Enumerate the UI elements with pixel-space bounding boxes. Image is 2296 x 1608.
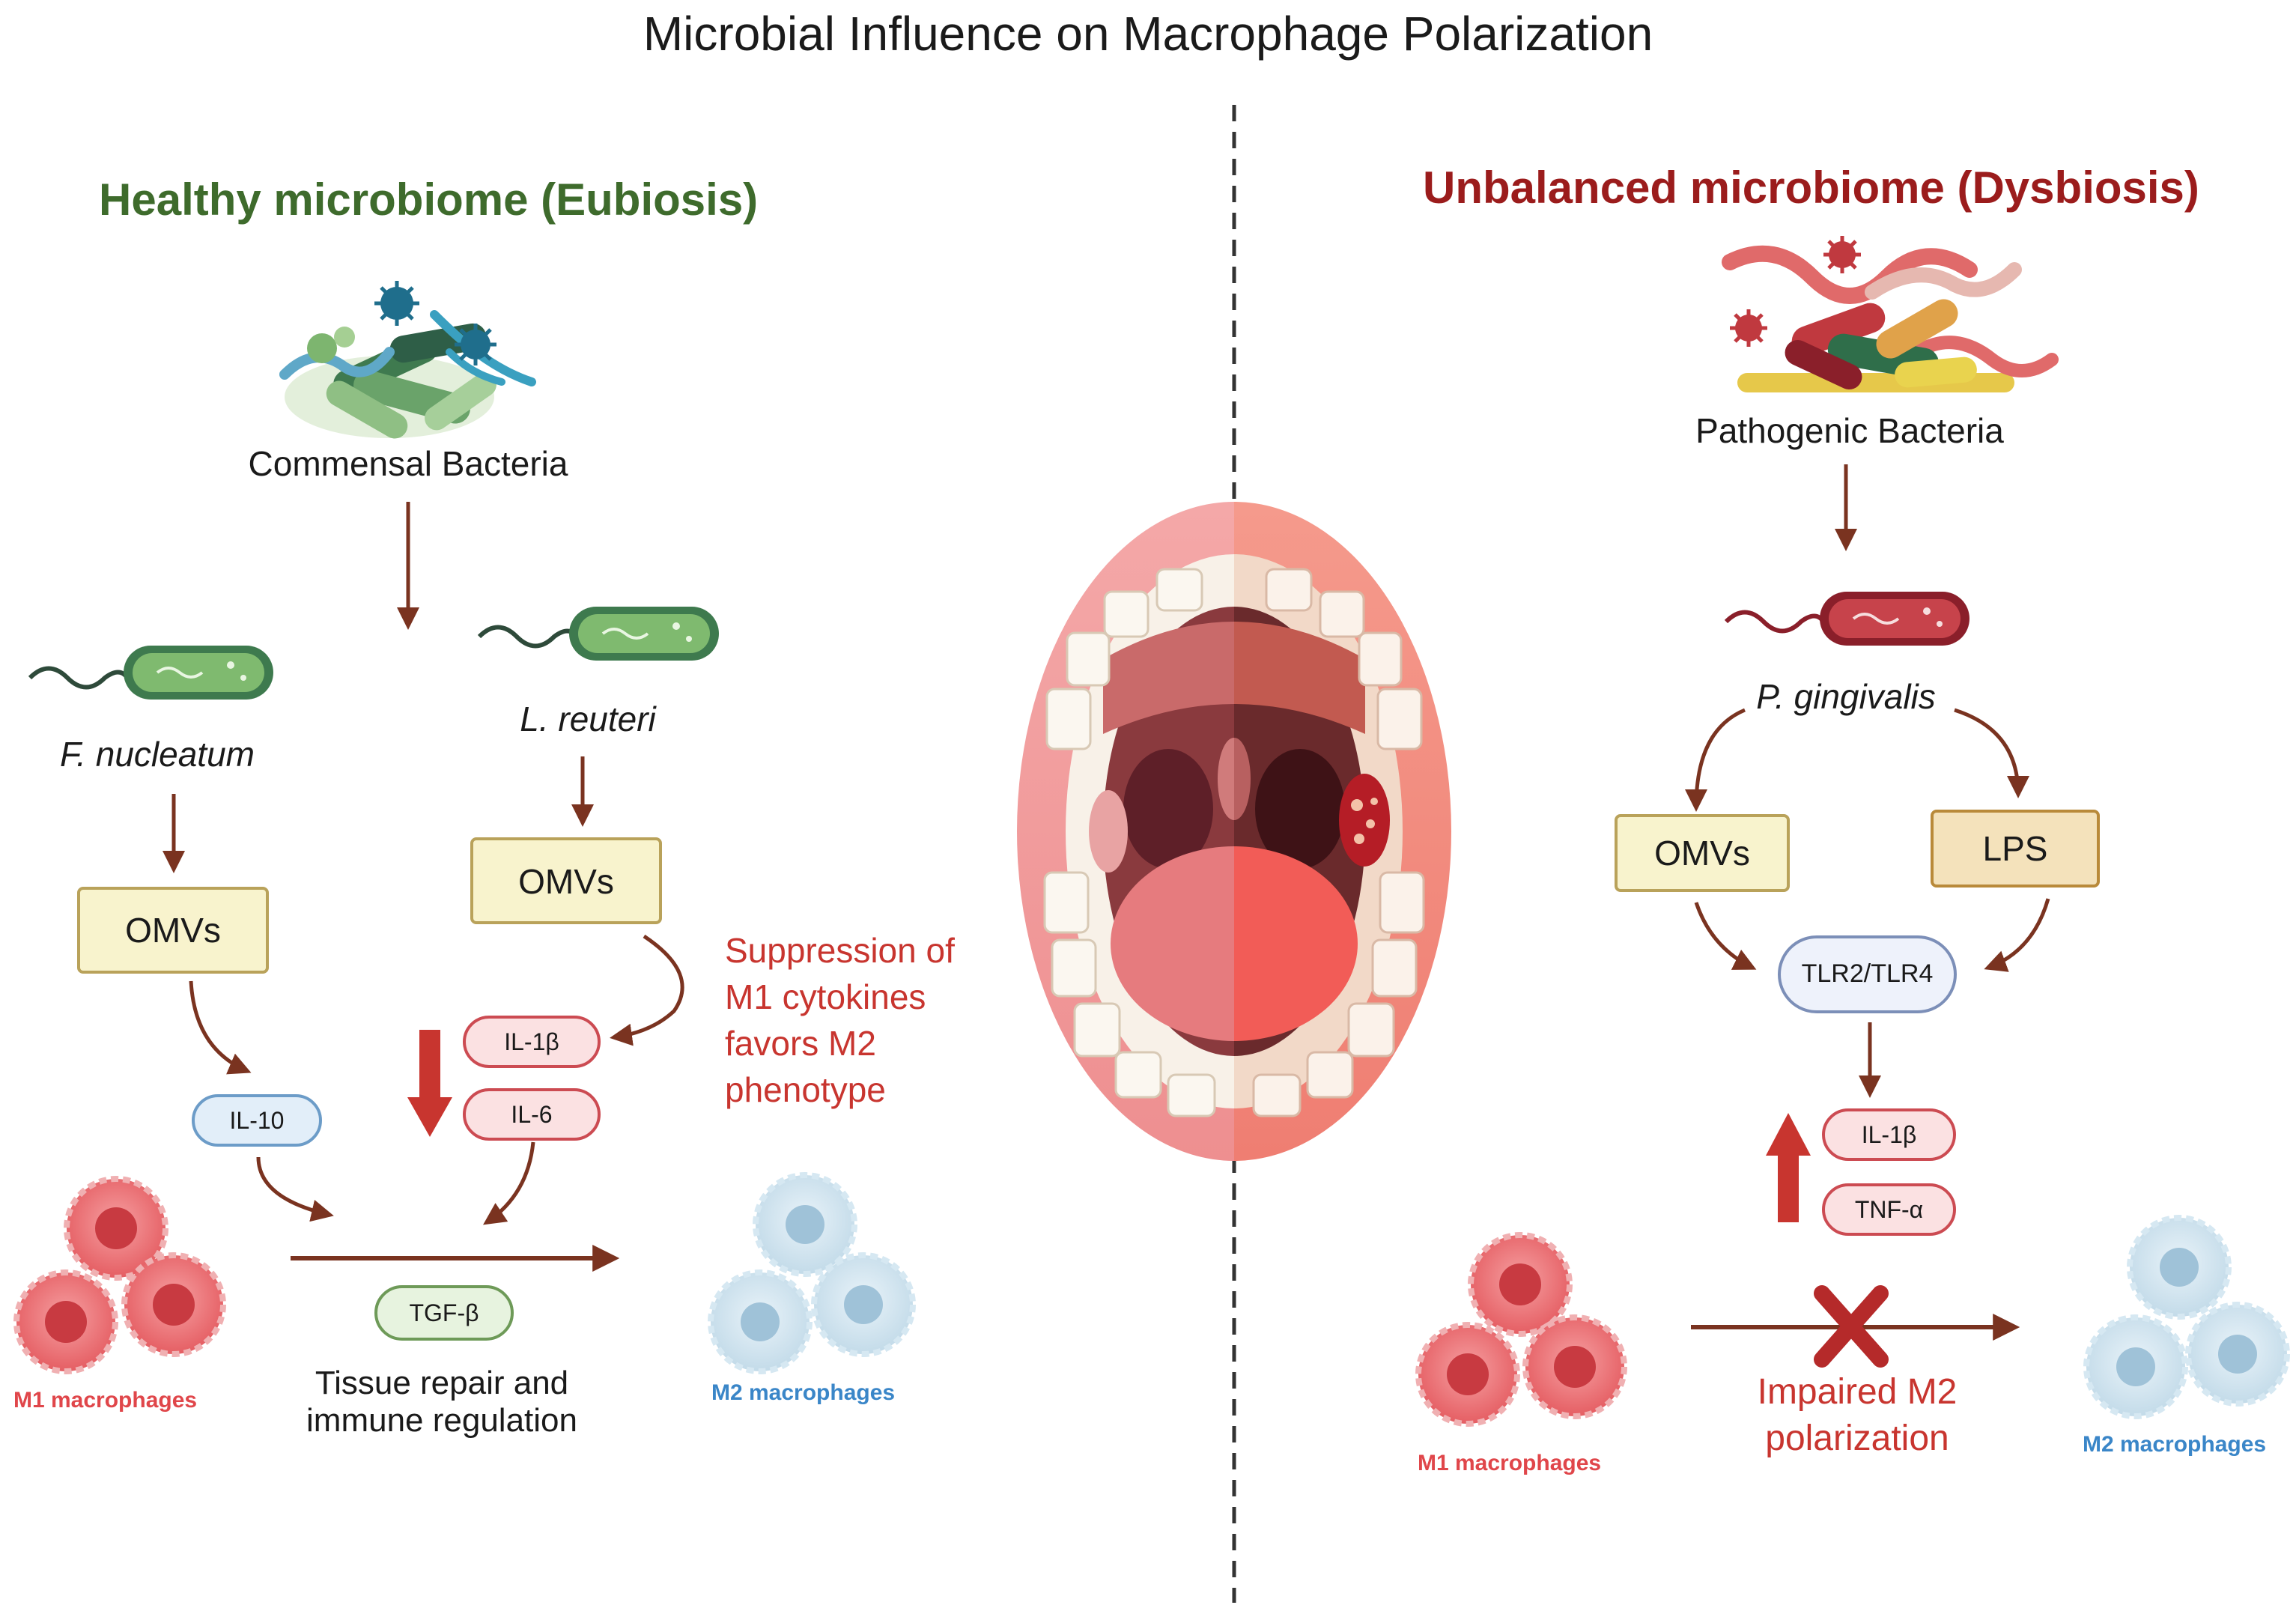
tgfb-pill [374, 1285, 514, 1341]
pathogenic-label: Pathogenic Bacteria [1695, 411, 2004, 450]
commensal-label: Commensal Bacteria [248, 444, 568, 483]
commensal-bacteria-icon [279, 281, 536, 439]
m2-macrophages-left-icon [708, 1172, 916, 1374]
suppression-note-line4: phenotype [725, 1070, 886, 1109]
arrow-il6-tgfb [483, 1141, 535, 1225]
arrow-il10-tgfb [256, 1156, 334, 1222]
p-gingivalis-bacterium-icon [1724, 592, 1969, 646]
page-title: Microbial Influence on Macrophage Polari… [643, 7, 1653, 61]
arrow-omvs-tlr [1694, 902, 1757, 970]
inflamed-tonsil-icon [1339, 774, 1390, 867]
m2-macrophages-right-label: M2 macrophages [2083, 1432, 2267, 1457]
up-increase-arrow-icon [1766, 1113, 1811, 1222]
p-gingivalis-label: P. gingivalis [1756, 677, 1936, 716]
arrow-lps-tlr [1984, 898, 2050, 972]
arrow-omvs-il1b [610, 934, 684, 1046]
suppression-note-line1: Suppression of [725, 931, 955, 970]
m1-macrophages-right-icon [1415, 1232, 1627, 1427]
impaired-line2: polarization [1765, 1419, 1949, 1458]
m2-macrophages-left-label: M2 macrophages [711, 1380, 896, 1405]
il1b-pill-left [463, 1016, 601, 1068]
il10-pill [192, 1094, 322, 1147]
lps-label: LPS [1982, 829, 2048, 868]
blocked-cross-icon [1814, 1285, 1889, 1368]
pathogenic-bacteria-icon [1722, 236, 2059, 392]
tissue-repair-line1: Tissue repair and [315, 1365, 569, 1401]
il6-label: IL-6 [511, 1101, 553, 1128]
l-reuteri-label: L. reuteri [520, 700, 656, 738]
l-reuteri-bacterium-icon [477, 607, 719, 661]
tlr2-tlr4-pill [1778, 935, 1957, 1013]
m1-macrophages-left-icon [13, 1176, 226, 1374]
arrow-pg-omvs [1685, 708, 1746, 812]
f-nucleatum-label: F. nucleatum [60, 735, 255, 774]
arrow-pg-lps [1954, 708, 2029, 798]
lps-box [1931, 810, 2100, 888]
dysbiosis-heading: Unbalanced microbiome (Dysbiosis) [1423, 163, 2199, 213]
impaired-line1: Impaired M2 [1757, 1372, 1958, 1412]
arrow-omvs-il10 [189, 980, 252, 1075]
il1b-pill-right [1822, 1108, 1956, 1161]
omvs-box-pgingivalis [1615, 814, 1790, 892]
healthy-heading: Healthy microbiome (Eubiosis) [99, 175, 759, 225]
omvs-box-fnucleatum [77, 887, 269, 974]
m1-macrophages-right-label: M1 macrophages [1418, 1451, 1602, 1475]
m2-macrophages-right-icon [2083, 1215, 2290, 1419]
tgfb-label: TGF-β [409, 1299, 479, 1326]
il1b-label-left: IL-1β [504, 1028, 559, 1055]
tnfa-pill [1822, 1183, 1956, 1236]
f-nucleatum-bacterium-icon [28, 646, 273, 700]
omvs-box-lreuteri [470, 837, 662, 924]
il10-label: IL-10 [229, 1107, 285, 1134]
open-mouth-illustration [1017, 502, 1451, 1161]
suppression-note-line2: M1 cytokines [725, 977, 926, 1016]
il1b-label-right: IL-1β [1861, 1121, 1917, 1148]
suppression-note-line3: favors M2 [725, 1024, 876, 1063]
omvs-label-fnucleatum: OMVs [125, 911, 221, 950]
omvs-label-lreuteri: OMVs [518, 862, 614, 901]
omvs-label-pgingivalis: OMVs [1654, 834, 1750, 873]
m1-macrophages-left-label: M1 macrophages [13, 1388, 198, 1413]
tissue-repair-line2: immune regulation [306, 1402, 577, 1439]
il6-pill [463, 1088, 601, 1141]
down-suppression-arrow-icon [407, 1030, 452, 1137]
tnfa-label: TNF-α [1854, 1196, 1924, 1223]
tlr-label: TLR2/TLR4 [1801, 959, 1934, 988]
